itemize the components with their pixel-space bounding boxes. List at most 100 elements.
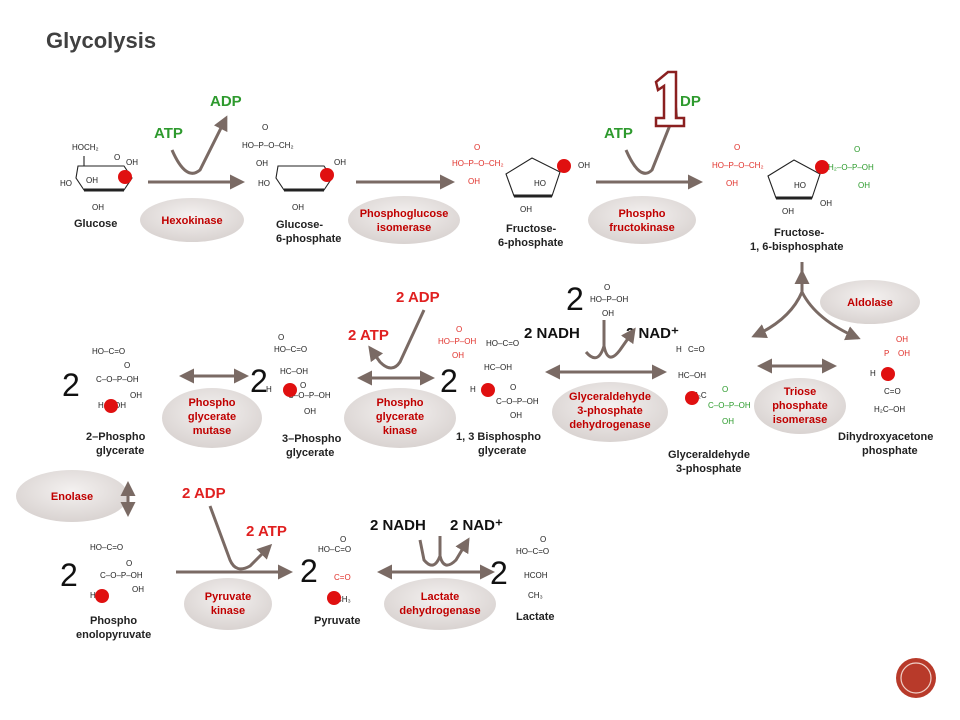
tpi-label-1: Triose — [784, 386, 816, 398]
atom-label: O — [300, 381, 306, 390]
f6p-label-1: Fructose- — [506, 223, 556, 235]
atom-label: OH — [578, 161, 590, 170]
tpi-label-3: isomerase — [773, 414, 827, 426]
gap-label-2: 3-phosphate — [676, 463, 741, 475]
f6p-structure: O HO–P–O–CH₂ OH OH HO OH — [452, 143, 590, 214]
pgk-atp-label: 2 ATP — [348, 327, 389, 344]
atom-label: P — [884, 349, 889, 358]
atom-label: O — [124, 361, 130, 370]
atom-label: HCOH — [524, 571, 548, 580]
pg2-label-2: glycerate — [96, 445, 144, 457]
atom-label: O — [604, 283, 610, 292]
atom-label: OH — [898, 349, 910, 358]
atom-label: HO–P–O–CH₂ — [712, 161, 764, 170]
ldh-ellipse — [384, 578, 496, 630]
pfk-atp-label: ATP — [604, 125, 633, 142]
pk-label-1: Pyruvate — [205, 591, 251, 603]
atom-label: HC–OH — [280, 367, 308, 376]
atom-label: O — [854, 145, 860, 154]
atom-label: HO — [794, 181, 806, 190]
pg3-label-1: 3–Phospho — [282, 433, 342, 445]
pfk-ellipse — [588, 196, 696, 244]
marker-dot — [881, 367, 895, 381]
atom-label: HO–P–O–CH₂ — [452, 159, 504, 168]
atom-label: OH — [452, 351, 464, 360]
pk-label-2: kinase — [211, 605, 245, 617]
pfk-label-1: Phospho — [618, 208, 665, 220]
pg3-multiplier: 2 — [250, 363, 268, 399]
pg2-multiplier: 2 — [62, 367, 80, 403]
pep-label-1: Phospho — [90, 615, 137, 627]
overlay-digit — [654, 70, 686, 128]
atom-label: OH — [510, 411, 522, 420]
lac-multiplier: 2 — [490, 555, 508, 591]
pg3-structure: O HO–C=O HC–OH H O C–O–P–OH OH — [266, 333, 331, 416]
atom-label: H — [90, 591, 96, 600]
atom-label: H — [98, 401, 104, 410]
atom-label: HO — [258, 179, 270, 188]
ldh-nadh-label: 2 NADH — [370, 517, 426, 534]
atom-label: O — [540, 535, 546, 544]
marker-dot — [557, 159, 571, 173]
atom-label: OH — [726, 179, 738, 188]
g6p-structure: O HO–P–O–CH₂ OH OH HO OH — [242, 123, 346, 212]
tpi-label-2: phosphate — [772, 400, 828, 412]
ldh-label-1: Lactate — [421, 591, 460, 603]
ldh-label-2: dehydrogenase — [399, 605, 480, 617]
atom-label: C=O — [688, 345, 705, 354]
f16bp-label-1: Fructose- — [774, 227, 824, 239]
atom-label: CH₃ — [336, 595, 351, 604]
atom-label: OH — [86, 176, 98, 185]
pgi-label-1: Phosphoglucose — [360, 208, 449, 220]
atom-label: OH — [92, 203, 104, 212]
pg3-label-2: glycerate — [286, 447, 334, 459]
bpg-label-1: 1, 3 Bisphospho — [456, 431, 541, 443]
pgm-label-2: glycerate — [188, 411, 236, 423]
aldolase-label: Aldolase — [847, 297, 893, 309]
gapdh-nadh-label: 2 NADH — [524, 325, 580, 342]
pgm-label-1: Phospho — [188, 397, 235, 409]
atom-label: O — [722, 385, 728, 394]
atom-label: HO–P–O–CH₂ — [242, 141, 294, 150]
marker-dot — [815, 160, 829, 174]
pgk-ellipse — [344, 388, 456, 448]
marker-dot — [685, 391, 699, 405]
marker-dot — [283, 383, 297, 397]
atom-label: C=O — [334, 573, 351, 582]
atom-label: C=O — [884, 387, 901, 396]
f16bp-label-2: 1, 6-bisphosphate — [750, 241, 844, 253]
pfk-label-2: fructokinase — [609, 222, 674, 234]
pgk-adp-label: 2 ADP — [396, 289, 440, 306]
pg2-label-1: 2–Phospho — [86, 431, 146, 443]
atom-label: OH — [132, 585, 144, 594]
atom-label: O — [126, 559, 132, 568]
atom-label: O — [262, 123, 268, 132]
atom-label: H₂C–OH — [874, 405, 905, 414]
dhap-structure: OH P OH H C=O H₂C–OH — [870, 335, 910, 414]
marker-dot — [320, 168, 334, 182]
atom-label: HO–C=O — [92, 347, 125, 356]
enolase-ellipse — [16, 470, 128, 522]
atom-label: C–O–P–OH — [288, 391, 331, 400]
atom-label: O — [278, 333, 284, 342]
atom-label: OH — [896, 335, 908, 344]
pgi-label-2: isomerase — [377, 222, 431, 234]
atom-label: C–O–P–OH — [96, 375, 139, 384]
ldh-nad-label: 2 NAD⁺ — [450, 517, 503, 534]
atom-label: O — [340, 535, 346, 544]
pk-ellipse — [184, 578, 272, 630]
atom-label: HO–C=O — [516, 547, 549, 556]
atom-label: HC–OH — [678, 371, 706, 380]
atom-label: HO–P–OH — [438, 337, 476, 346]
pgk-label-1: Phospho — [376, 397, 423, 409]
f16bp-structure: O HO–P–O–CH₂ OH O H₂–O–P–OH OH HO OH OH — [712, 143, 874, 216]
pep-structure: HO–C=O O C–O–P–OH OH H — [90, 543, 144, 600]
atom-label: O — [474, 143, 480, 152]
atom-label: OH — [468, 177, 480, 186]
aldolase-ellipse — [820, 280, 920, 324]
atom-label: OH — [126, 158, 138, 167]
pep-label-2: enolopyruvate — [76, 629, 151, 641]
atom-label: HC–OH — [484, 363, 512, 372]
glucose-label: Glucose — [74, 218, 117, 230]
atom-label: OH — [114, 401, 126, 410]
